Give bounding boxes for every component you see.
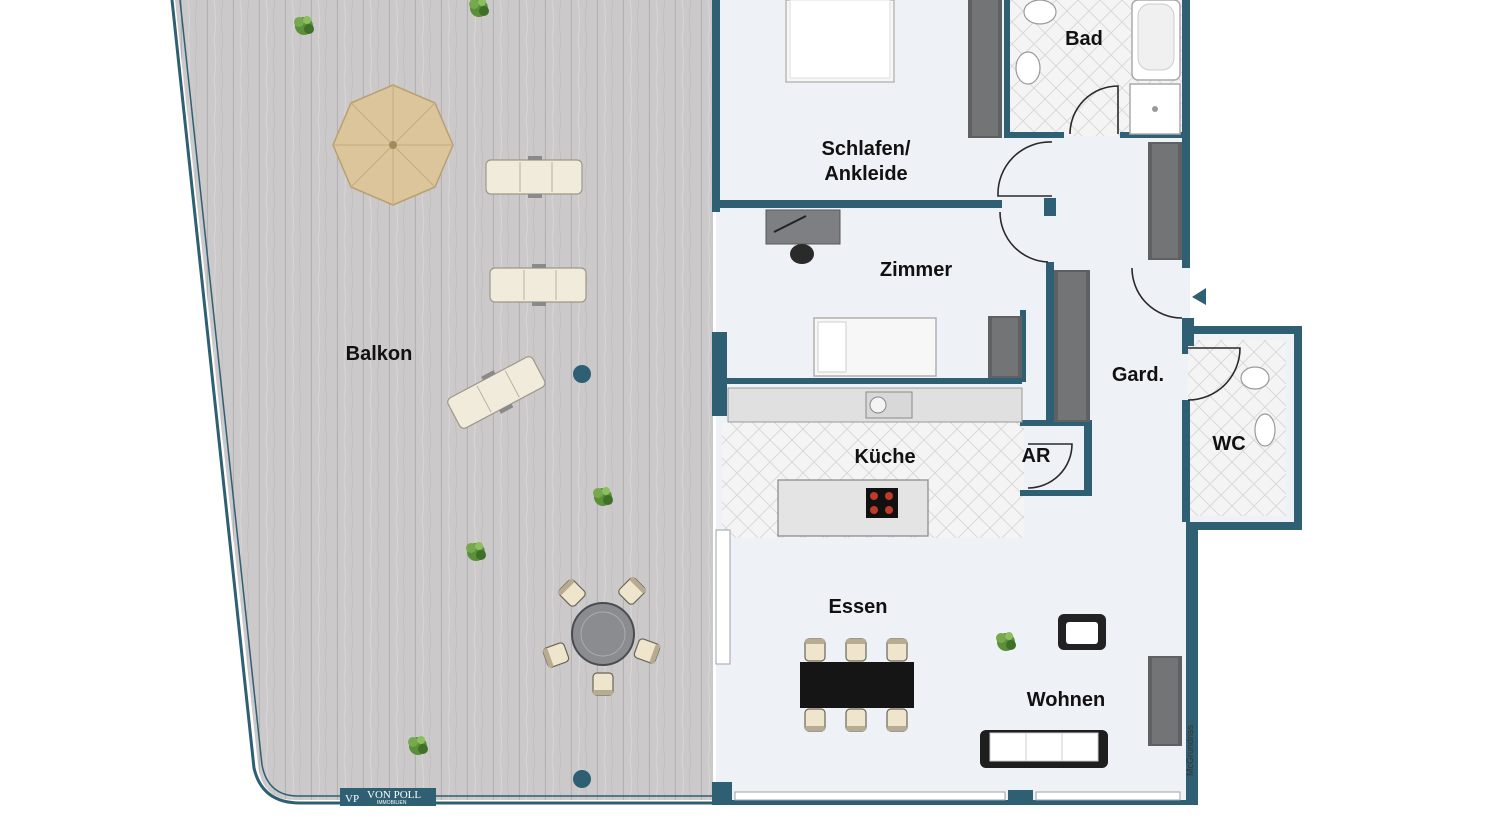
- wardrobe: [1054, 270, 1090, 422]
- round-table-set: [541, 575, 662, 696]
- room-label-schlafen: Schlafen/: [822, 138, 911, 160]
- room-label-garderobe: Gard.: [1112, 364, 1164, 386]
- sink-icon: [1254, 413, 1276, 447]
- sun-lounger: [489, 263, 587, 307]
- room-label-ankleide: Ankleide: [824, 163, 907, 185]
- toilet-icon: [1240, 366, 1270, 390]
- sofa: [980, 730, 1108, 768]
- double-bed: [785, 0, 895, 83]
- room-label-wc: WC: [1212, 433, 1245, 455]
- kitchen-island: [777, 479, 929, 537]
- credit-vertical-text: McGrundriss: [1185, 724, 1195, 776]
- room-label-essen: Essen: [829, 596, 888, 618]
- balcony-area: [170, 0, 713, 805]
- room-label-zimmer: Zimmer: [880, 259, 952, 281]
- shower: [1129, 83, 1181, 135]
- desk: [765, 209, 841, 264]
- dining-set: [800, 638, 914, 732]
- room-label-kueche: Küche: [854, 446, 915, 468]
- armchair: [1058, 614, 1106, 650]
- room-label-wohnen: Wohnen: [1027, 689, 1106, 711]
- wardrobe: [968, 0, 1002, 138]
- logo-mark: VP: [345, 793, 359, 805]
- bathtub: [1131, 0, 1181, 81]
- entrance-arrow-icon: [1192, 288, 1206, 305]
- sun-lounger: [485, 155, 583, 199]
- single-bed: [813, 317, 937, 377]
- room-label-balkon: Balkon: [346, 343, 413, 365]
- column: [573, 770, 591, 788]
- logo-sub: IMMOBILIEN: [377, 800, 407, 806]
- windows: [715, 529, 1181, 801]
- logo: VP VON POLL IMMOBILIEN: [340, 788, 436, 806]
- logo-name: VON POLL: [367, 789, 421, 801]
- sideboard: [1148, 656, 1182, 746]
- doors: [997, 85, 1241, 489]
- toilet-icon: [1023, 0, 1057, 25]
- kitchen-counter: [727, 387, 1023, 423]
- room-label-bad: Bad: [1065, 28, 1103, 50]
- column: [573, 365, 591, 383]
- room-label-ar: AR: [1022, 445, 1051, 467]
- wardrobe: [988, 316, 1022, 378]
- parasol: [332, 84, 454, 206]
- walls: [712, 0, 1302, 805]
- wardrobe: [1148, 142, 1182, 260]
- sink-icon: [1015, 51, 1041, 85]
